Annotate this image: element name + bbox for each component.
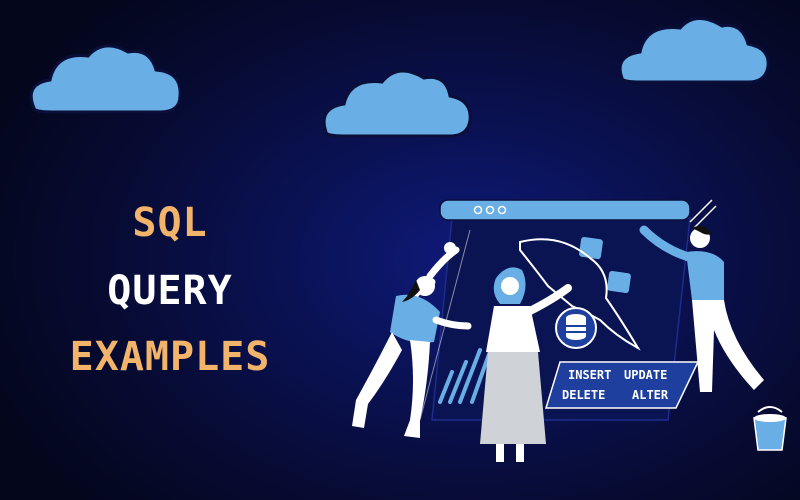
cloud-icon	[322, 69, 472, 138]
cloud-icon	[29, 44, 182, 114]
bucket-icon	[753, 406, 787, 451]
dolphin-outline-icon	[519, 238, 641, 351]
title-query: QUERY	[107, 268, 233, 314]
card-icon	[579, 236, 603, 260]
title-examples: EXAMPLES	[69, 334, 271, 380]
person-right	[639, 225, 764, 392]
cloud-icon	[618, 17, 770, 84]
sql-delete-label: DELETE	[562, 388, 606, 402]
person-middle	[480, 267, 572, 462]
sql-update-label: UPDATE	[624, 368, 668, 382]
sql-commands-panel	[544, 361, 700, 409]
title-sql: SQL	[132, 200, 208, 246]
sql-insert-label: INSERT	[568, 368, 612, 382]
sql-alter-label: ALTER	[632, 388, 669, 402]
database-icon	[555, 307, 597, 349]
person-left	[352, 242, 472, 438]
card-icon	[607, 270, 631, 294]
